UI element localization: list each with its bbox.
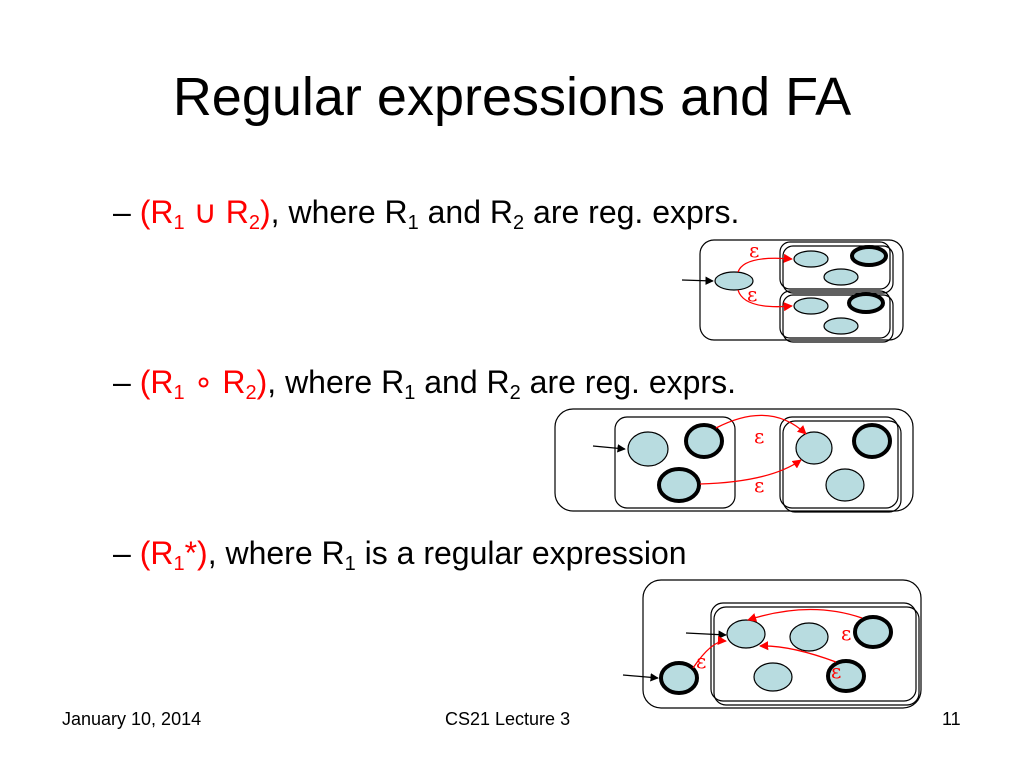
union-r1-state [823, 268, 859, 286]
concat-r1-accept-state-bottom [657, 467, 701, 503]
star-new-start-accept-state [659, 661, 699, 695]
text-sub: 2 [509, 382, 521, 404]
concat-r2-box [779, 416, 899, 509]
union-eps-arrow-bottom [737, 289, 793, 312]
bullet-dash: – [113, 364, 140, 400]
expr-sub: 2 [245, 382, 257, 404]
union-eps-arrow-top [737, 253, 793, 273]
expr-sub: 1 [173, 212, 185, 234]
expr-sub: 2 [248, 212, 261, 234]
star-r1-start-state [726, 619, 766, 649]
expr-close: ) [260, 194, 271, 230]
expr-open: (R [139, 194, 174, 230]
footer-course: CS21 Lecture 3 [445, 709, 571, 729]
expr-operator: ∪ R [184, 194, 249, 230]
concat-r1-start-state [627, 431, 669, 467]
text-sub: 2 [513, 212, 525, 234]
concat-eps-arrow-top [715, 414, 807, 435]
bullet-text: , where R [267, 364, 405, 400]
concat-outer-box [554, 408, 914, 512]
star-r1-state-top [789, 622, 829, 652]
bullet-concatenation: – (R1 ∘ R2), where R1 and R2 are reg. ex… [113, 362, 736, 404]
expr-open: (R [139, 364, 174, 400]
concat-nfa: ε ε [554, 408, 914, 513]
bullet-text: are reg. exprs. [520, 364, 736, 400]
expr-close: ) [256, 364, 268, 400]
concat-r2-state [825, 468, 865, 502]
union-r1-accept-state [850, 245, 888, 267]
concat-r2-start-state [795, 431, 833, 465]
star-eps-arrow-new-start [692, 635, 727, 669]
bullet-dash: – [113, 194, 140, 230]
bullet-union: – (R1 ∪ R2), where R1 and R2 are reg. ex… [113, 192, 740, 234]
union-r2-box [779, 290, 891, 339]
bullet-dash: – [113, 535, 140, 571]
concat-r2-box-shadow [782, 420, 902, 513]
star-eps-label-start: ε [696, 649, 706, 673]
union-nfa: ε ε [681, 238, 904, 343]
expr-sub: 1 [173, 553, 185, 575]
expr-open: (R [139, 535, 174, 571]
union-eps-label-top: ε [749, 238, 759, 262]
expr-sub: 1 [173, 382, 185, 404]
star-r1-state-bottom [753, 662, 793, 692]
star-r1-box-shadow [713, 606, 920, 706]
text-sub: 1 [404, 382, 416, 404]
bullet-text: and R [415, 364, 510, 400]
concat-start-arrow [592, 444, 626, 453]
concat-r1-accept-state-top [684, 423, 724, 459]
concat-eps-label-bottom: ε [754, 473, 764, 497]
concat-eps-arrow-bottom [699, 459, 802, 485]
star-nfa: ε ε ε [622, 579, 922, 709]
concat-expression: (R1 ∘ R2) [139, 364, 268, 403]
star-r1-accept-state-bottom [826, 659, 866, 693]
union-r1-box [779, 241, 891, 290]
concat-eps-label-top: ε [754, 424, 764, 448]
slide-title: Regular expressions and FA [172, 67, 852, 127]
star-r1-box [710, 602, 917, 702]
expr-close: *) [184, 535, 208, 571]
footer-date: January 10, 2014 [62, 709, 202, 729]
union-r2-start-state [793, 297, 829, 315]
star-outer-box [642, 579, 922, 709]
union-start-arrow [681, 276, 714, 285]
union-r1-start-state [793, 250, 829, 268]
star-r1-accept-state-top [853, 615, 893, 649]
star-new-start-arrow [622, 673, 659, 682]
union-r2-state [823, 317, 859, 335]
star-inner-start-arrow [685, 630, 727, 639]
concat-r1-box [614, 416, 736, 509]
union-r1-box-shadow [782, 245, 894, 294]
star-eps-label-top: ε [841, 621, 851, 645]
bullet-text: and R [418, 194, 514, 230]
union-r2-box-shadow [782, 294, 894, 343]
union-outer-box [699, 239, 904, 341]
expr-operator: ∘ R [184, 364, 246, 400]
union-expression: (R1 ∪ R2) [139, 194, 271, 233]
bullet-star: – (R1*), where R1 is a regular expressio… [113, 533, 687, 575]
footer-page-number: 11 [942, 709, 961, 729]
union-r2-accept-state [847, 292, 885, 314]
bullet-text: , where R [207, 535, 345, 571]
union-start-state [714, 271, 754, 291]
star-expression: (R1*) [139, 535, 208, 574]
bullet-text: , where R [270, 194, 408, 230]
star-eps-arrow-loop-top [747, 608, 863, 622]
bullet-text: is a regular expression [355, 535, 687, 571]
bullet-text: are reg. exprs. [524, 194, 740, 230]
text-sub: 1 [407, 212, 419, 234]
union-eps-label-bottom: ε [747, 282, 757, 306]
concat-r2-accept-state [852, 423, 892, 459]
star-eps-arrow-loop-bottom [759, 641, 837, 663]
text-sub: 1 [344, 553, 356, 575]
star-eps-label-bottom: ε [831, 659, 841, 683]
